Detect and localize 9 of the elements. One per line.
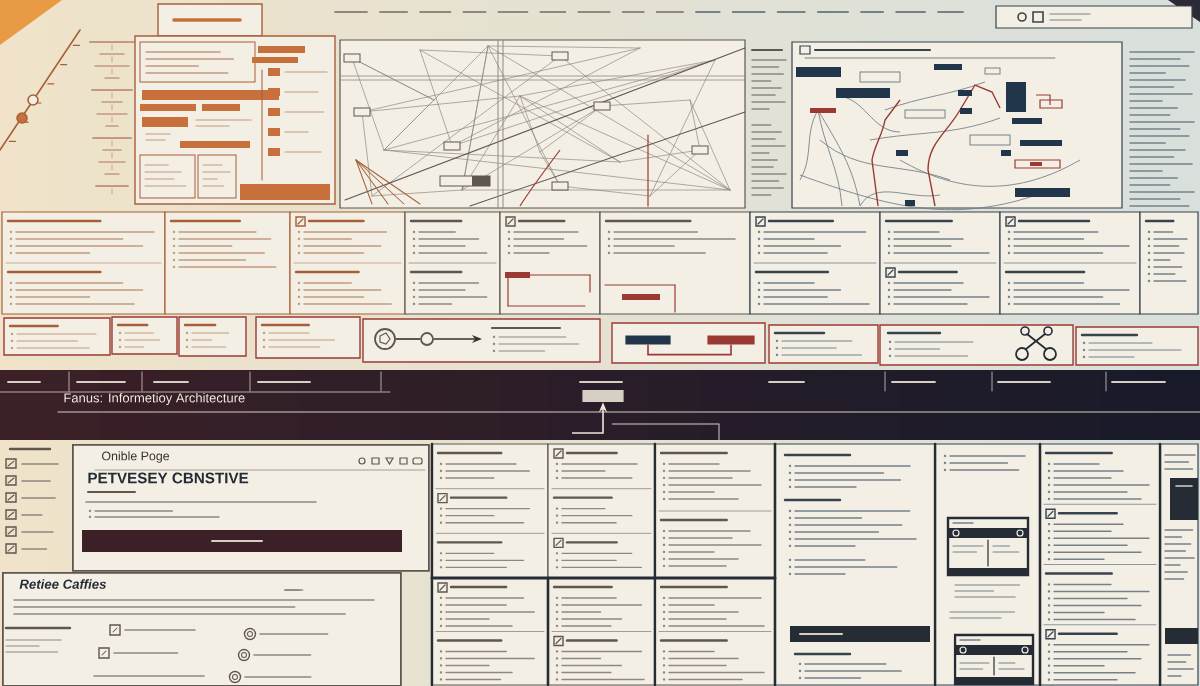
- section-heading: Retiee Caffies: [19, 579, 106, 589]
- small-box: [707, 335, 755, 345]
- connector-line: [647, 343, 732, 356]
- card-heading: Onible Poge: [102, 451, 170, 463]
- connector-line: [395, 338, 421, 340]
- page-title: PETVESEY CBNSTIVE: [88, 472, 249, 484]
- section-card: [2, 572, 402, 686]
- title: Fanus: Informetioy Architecture: [64, 392, 245, 406]
- small-box: [625, 335, 671, 345]
